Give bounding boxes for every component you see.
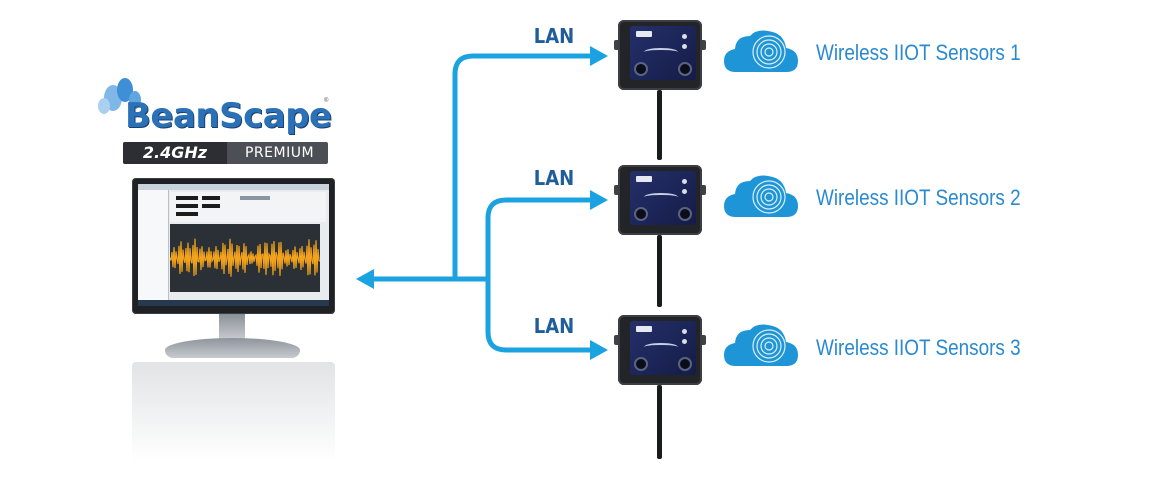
logo-band: 2.4GHz PREMIUM [123, 142, 328, 164]
arrowhead-gateway-2 [590, 190, 608, 210]
lan-label-3: LAN [533, 314, 575, 338]
screen-form [170, 192, 326, 222]
monitor-screen [138, 184, 329, 306]
arrowhead-gateway-1 [590, 46, 608, 66]
antenna-icon [657, 235, 662, 307]
bean-droplets-icon [98, 78, 141, 114]
logo-tier: PREMIUM [244, 145, 315, 161]
arrowhead-gateway-3 [590, 340, 608, 360]
screen-taskbar [138, 300, 329, 306]
antenna-icon [657, 90, 662, 160]
monitor-neck [219, 314, 245, 340]
registered-mark: ® [324, 98, 329, 104]
waveform-graphic [169, 238, 321, 277]
lan-label-1: LAN [533, 24, 575, 48]
antenna-icon [657, 385, 662, 459]
arrowhead-monitor [356, 269, 374, 289]
wireless-cloud-icon-1 [724, 30, 798, 72]
lan-label-2: LAN [533, 166, 575, 190]
screen-sidebar [138, 190, 169, 300]
wireless-cloud-icon-3 [724, 324, 798, 366]
sensor-label-2: Wireless IIOT Sensors 2 [816, 185, 1021, 210]
wireless-cloud-icon-2 [724, 175, 798, 217]
sensor-label-1: Wireless IIOT Sensors 1 [816, 40, 1021, 65]
logo-frequency: 2.4GHz [123, 142, 227, 164]
monitor-bezel [132, 178, 335, 314]
lan-line-2 [485, 197, 595, 282]
lan-line-1 [452, 53, 595, 282]
monitor-base [165, 338, 300, 358]
sensor-label-3: Wireless IIOT Sensors 3 [816, 335, 1021, 360]
logo-name: BeanScape [125, 96, 332, 136]
gateway-device-3 [614, 315, 706, 459]
monitor-reflection [132, 362, 335, 462]
screen-waveform-plot [169, 224, 321, 292]
screen-toolbar [138, 184, 329, 190]
gateway-device-1 [614, 20, 706, 160]
beanscape-logo: BeanScape ® 2.4GHz PREMIUM [95, 76, 335, 168]
lan-line-3 [485, 276, 595, 353]
desktop-monitor-icon [132, 178, 335, 314]
gateway-device-2 [614, 165, 706, 307]
